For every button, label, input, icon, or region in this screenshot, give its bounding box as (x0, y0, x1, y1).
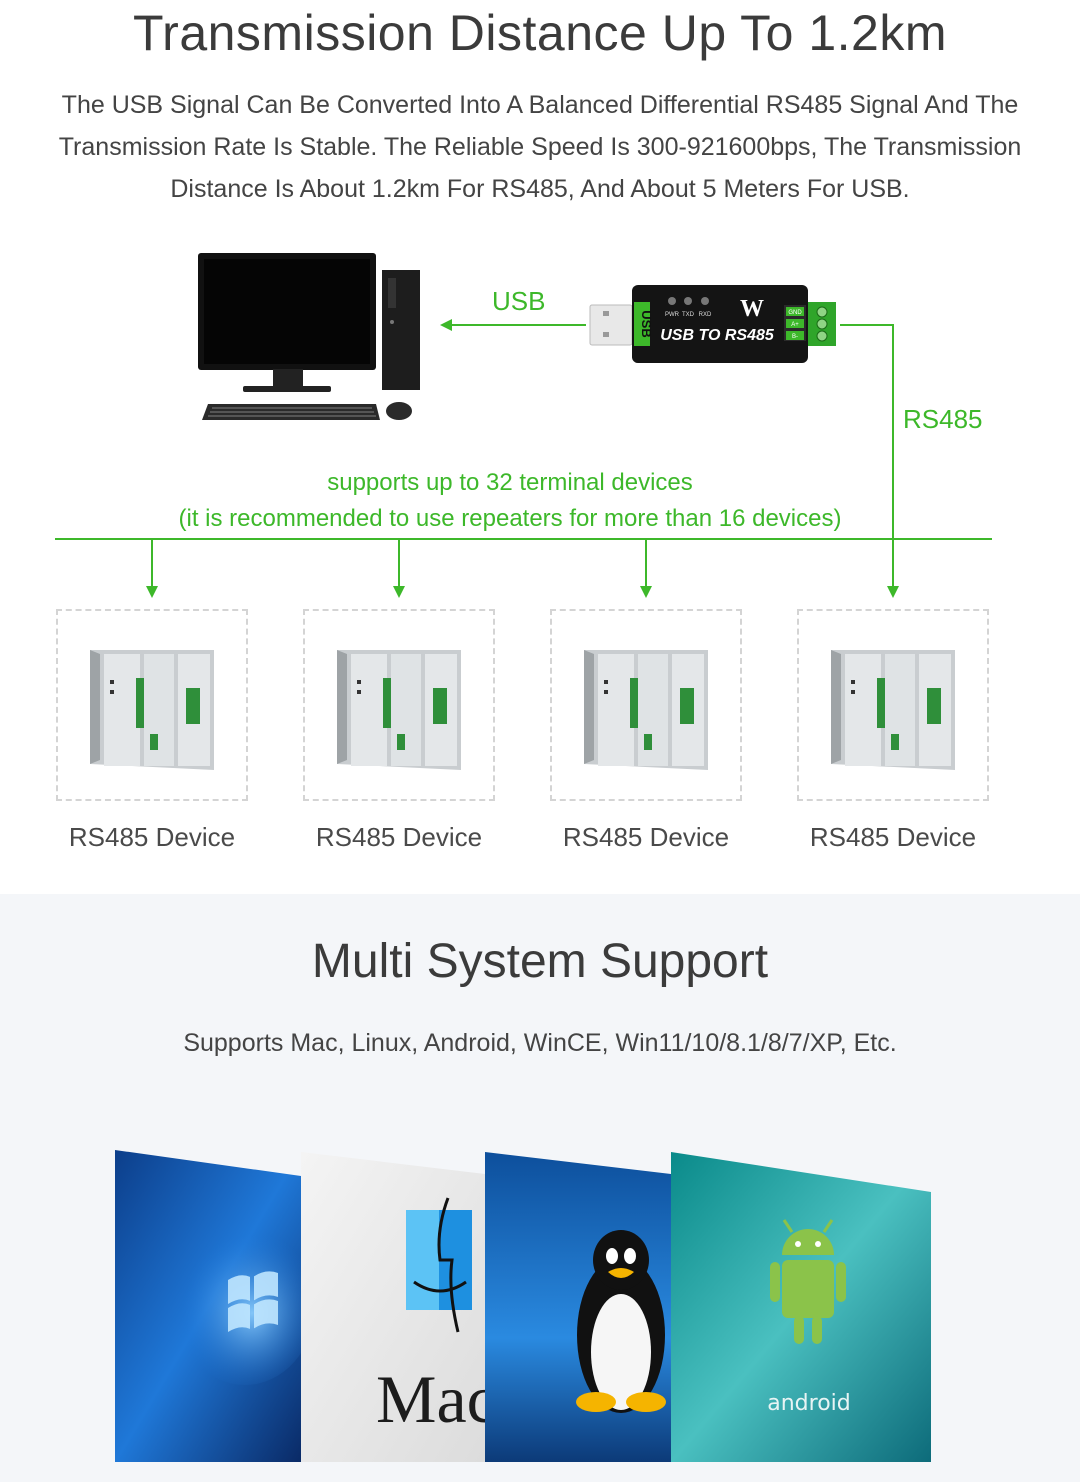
svg-text:GND: GND (788, 310, 802, 316)
rs485-label: RS485 (903, 404, 983, 434)
rs485-device-label-3: RS485 Device (562, 822, 730, 852)
rs485-device-box-3 (550, 609, 742, 801)
transmission-description: The USB Signal Can Be Converted Into A B… (58, 91, 1022, 203)
usb-to-rs485-adapter: USB PWR TXD RXD W USB TO RS485 GND A+ B- (589, 285, 836, 363)
rs485-device-icon (584, 650, 708, 770)
rs485-device-box-2 (303, 609, 495, 801)
rs485-device-label-2: RS485 Device (315, 822, 483, 852)
multi-system-description: Supports Mac, Linux, Android, WinCE, Win… (183, 1029, 897, 1057)
svg-text:TXD: TXD (682, 312, 695, 318)
svg-text:B-: B- (792, 334, 798, 340)
rs485-device-label-1: RS485 Device (68, 822, 236, 852)
rs485-device-icon (90, 650, 214, 770)
transmission-title: Transmission Distance Up To 1.2km (132, 5, 947, 61)
linux-penguin-icon (485, 1152, 671, 1462)
computer-icon (198, 253, 420, 420)
windows-logo-icon (115, 1150, 315, 1462)
svg-text:PWR: PWR (665, 312, 680, 318)
adapter-model-label: USB TO RS485 (660, 327, 775, 344)
rs485-device-label-4: RS485 Device (809, 822, 977, 852)
android-text: android (767, 1391, 851, 1416)
bus-capacity-label: supports up to 32 terminal devices (327, 469, 693, 496)
brand-logo-icon: W (740, 296, 764, 322)
rs485-device-icon (831, 650, 955, 770)
rs485-device-box-1 (56, 609, 248, 801)
adapter-usb-label: USB (639, 310, 654, 337)
rs485-topology-diagram: USB PWR TXD RXD W USB TO RS485 GND A+ B- (55, 253, 992, 770)
multi-system-title: Multi System Support (311, 935, 769, 988)
os-logo-strip: Mac O android (115, 1150, 931, 1462)
rs485-device-box-4 (797, 609, 989, 801)
bus-repeater-note: (it is recommended to use repeaters for … (178, 505, 842, 532)
android-robot-icon: android (671, 1152, 931, 1462)
svg-text:A+: A+ (791, 322, 799, 328)
svg-text:RXD: RXD (699, 312, 712, 318)
usb-label: USB (492, 286, 546, 316)
rs485-device-icon (337, 650, 461, 770)
